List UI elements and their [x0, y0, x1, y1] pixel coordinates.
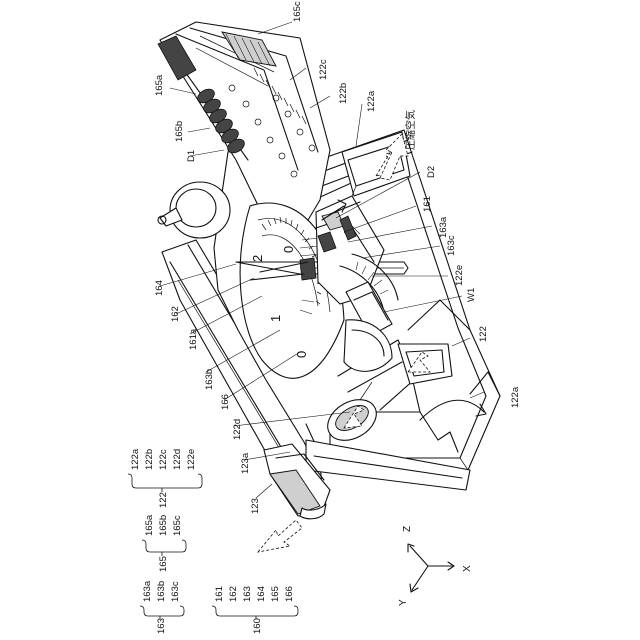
- legend-item: 165: [270, 586, 281, 602]
- label-122a-bottom: 122a: [510, 386, 521, 408]
- label-d2: D2: [426, 166, 437, 178]
- legend-parent: 163: [156, 618, 167, 634]
- knob-164: [158, 182, 230, 238]
- axis-label-x: X: [462, 565, 473, 572]
- legend-group-163: 163a 163b 163c 163: [140, 580, 184, 634]
- axis-indicator: Z X Y: [398, 526, 473, 606]
- dial-number: 2: [250, 255, 265, 262]
- label-122b: 122b: [338, 83, 349, 104]
- label-163a: 163a: [438, 216, 449, 238]
- legend-parent: 160: [252, 618, 263, 634]
- legend-item: 163a: [142, 580, 153, 602]
- label-122e: 122e: [454, 265, 465, 286]
- label-compressed-air: 圧縮空気: [404, 110, 417, 150]
- label-123a: 123a: [240, 452, 251, 474]
- label-165b: 165b: [174, 121, 185, 142]
- legend-item: 163: [242, 586, 253, 602]
- legend-item: 166: [284, 586, 295, 602]
- legend-parent: 165: [158, 556, 169, 572]
- legend-item: 165c: [172, 515, 183, 536]
- legend-item: 161: [214, 586, 225, 602]
- dial-number: 1: [268, 315, 283, 322]
- label-w1: W1: [466, 288, 477, 302]
- outflow-arrow: [258, 520, 302, 552]
- legend-group-165: 165a 165b 165c 165: [142, 514, 186, 572]
- label-165a: 165a: [154, 74, 165, 96]
- label-122: 122: [478, 326, 489, 342]
- legend-item: 162: [228, 586, 239, 602]
- legend-item: 165b: [158, 515, 169, 536]
- label-122d: 122d: [232, 419, 243, 440]
- axis-label-y: Y: [398, 599, 409, 606]
- device-drawing: 2 0 1 0: [158, 22, 500, 552]
- legend-item: 122c: [158, 449, 169, 470]
- legend-item: 163b: [156, 581, 167, 602]
- legend-item: 163c: [170, 581, 181, 602]
- legend-item: 122a: [130, 448, 141, 470]
- label-166: 166: [220, 394, 231, 410]
- legend-item: 122b: [144, 449, 155, 470]
- label-122c: 122c: [318, 59, 329, 80]
- label-122a-top: 122a: [366, 90, 377, 112]
- label-162: 162: [170, 306, 181, 322]
- label-161a: 161a: [188, 328, 199, 350]
- label-163c: 163c: [446, 235, 457, 256]
- label-163b: 163b: [204, 369, 215, 390]
- legend-item: 122e: [186, 449, 197, 470]
- label-d1: D1: [186, 150, 197, 162]
- legend-parent: 122: [158, 492, 169, 508]
- legend-item: 164: [256, 586, 267, 602]
- legend-group-160: 161 162 163 164 165 166 160: [212, 586, 298, 634]
- label-161: 161: [422, 196, 433, 212]
- label-165c: 165c: [292, 1, 303, 22]
- legend-group-122: 122a 122b 122c 122d 122e 122: [128, 448, 202, 508]
- label-164: 164: [154, 280, 165, 296]
- axis-label-z: Z: [402, 526, 413, 532]
- dial-number: 0: [281, 246, 296, 253]
- legend-item: 122d: [172, 449, 183, 470]
- legend-item: 165a: [144, 514, 155, 536]
- label-123: 123: [250, 498, 261, 514]
